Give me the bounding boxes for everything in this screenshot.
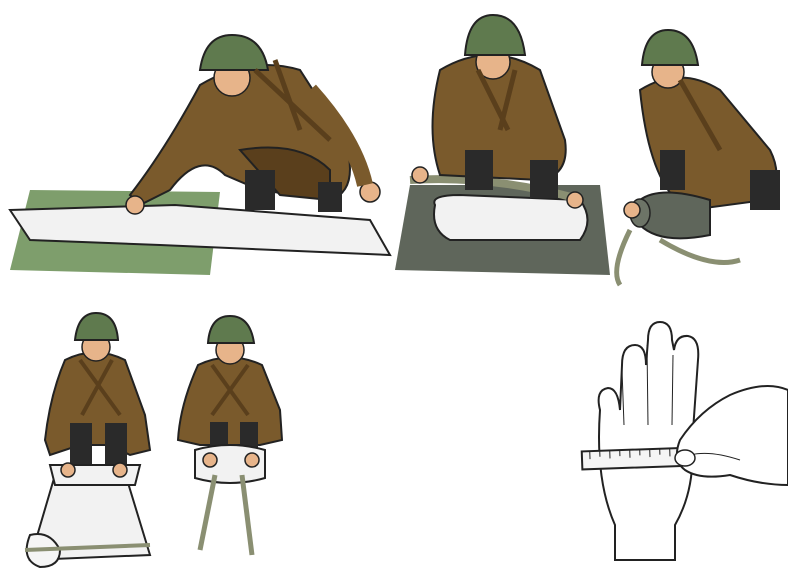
hand-measuring-tape-icon (580, 310, 788, 570)
soldier-tying-roll-straps-icon (170, 310, 290, 570)
step-3-panel (600, 20, 788, 290)
step-5-panel (170, 310, 290, 570)
step-2-panel (390, 0, 610, 280)
soldier-folding-cloth-icon (390, 0, 610, 280)
hand-measure-panel (580, 310, 788, 570)
soldier-rolling-cloth-icon (600, 20, 788, 290)
step-1-panel (0, 0, 395, 280)
soldier-laying-cloth-icon (0, 0, 395, 280)
step-4-panel (20, 305, 170, 570)
soldier-tying-roll-front-icon (20, 305, 170, 570)
